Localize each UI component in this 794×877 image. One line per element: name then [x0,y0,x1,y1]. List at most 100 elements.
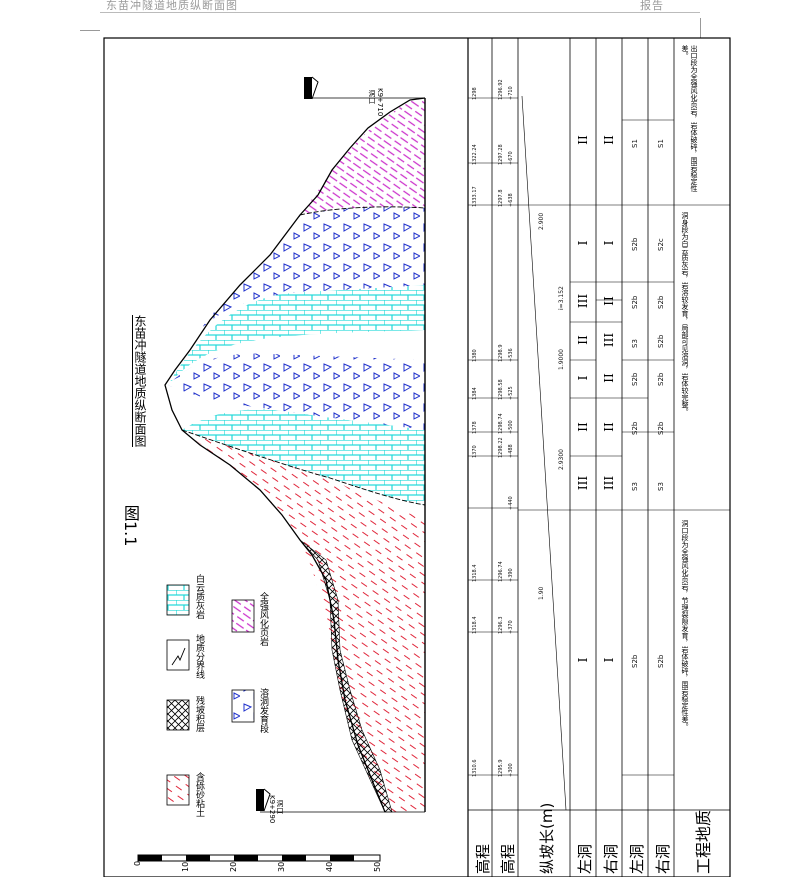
elevation-b-cell: 1295.9 [498,759,504,778]
station-cell: +525 [508,386,514,400]
figure-title: 东苗冲隧道地质纵断面图 [133,315,147,447]
slope-label-3: 1.9000 [558,349,565,370]
left-grade-cell: III [576,293,590,309]
elevation-b-cell: 1296.3 [498,616,504,635]
right-grade-cell: III [602,332,616,348]
right-grade-cell: I [602,657,616,663]
elevation-a-cell: 1322.24 [472,144,478,165]
row-label-elevation-a: 高程 [474,843,492,874]
right-grade-cell: II [602,422,616,432]
right-grade-cell: III [602,475,616,491]
left-grade-cell: II [576,335,590,345]
row-label-right-grade: 右洞 [602,843,620,874]
legend-label-boundary: 地质分界线 [194,634,204,679]
legend-label-karst: 溶洞发育段 [258,688,268,733]
elevation-b-cell: 1296.92 [498,79,504,100]
elevation-b-cell: 1297.8 [498,189,504,208]
elevation-a-cell: 1318.4 [472,616,478,635]
station-cell: +440 [508,496,514,510]
scale-tick-50: 50 [373,861,382,872]
station-cell: +670 [508,151,514,165]
right-rock-cell: S2b [657,654,665,668]
station-cell: +536 [508,348,514,362]
elevation-a-cell: 1298 [472,87,478,100]
elevation-b-cell: 1298.74 [498,413,504,434]
portal-right-note: 洞口 [368,90,376,104]
portal-left-note: 洞口 [276,800,284,814]
station-cell: +500 [508,420,514,434]
scale-tick-20: 20 [229,861,238,872]
left-grade-cell: II [576,135,590,145]
legend-label-shale: 全强风化页岩 [258,592,268,646]
scale-tick-10: 10 [181,861,190,872]
left-rock-cell: S2b [631,295,639,309]
station-cell: +638 [508,193,514,207]
scale-tick-0: 0 [133,860,142,866]
elevation-a-cell: 1318.4 [472,564,478,583]
left-rock-cell: S2b [631,654,639,668]
slope-label-1: 2.900 [538,212,545,230]
geology-note-2: 出口段为全强风化页岩，岩体破碎，围岩稳定性差。 [681,45,698,192]
station-cell: +710 [508,86,514,100]
margin-mark-left [80,30,100,31]
header-right-text: 报告 [640,0,664,12]
elevation-a-cell: 1370 [472,445,478,458]
station-cell: +390 [508,568,514,582]
right-grade-cell: II [602,296,616,306]
station-cell: +300 [508,763,514,777]
left-rock-cell: S2b [631,421,639,435]
geology-note-1: 洞身段为白云质灰岩，岩溶较发育，局部可见溶洞，岩体较完整。 [681,212,689,415]
elevation-a-cell: 1384 [472,387,478,400]
left-rock-cell: S2b [631,237,639,251]
legend-label-sandy-clay: 含砾砂粘土 [194,772,204,817]
scale-tick-40: 40 [325,861,334,872]
right-rock-cell: S2b [657,334,665,348]
right-rock-cell: S2c [657,238,665,251]
scale-tick-30: 30 [277,861,286,872]
left-rock-cell: S2b [631,372,639,386]
slope-label-4: 2.9300 [558,449,565,470]
right-rock-cell: S2b [657,421,665,435]
left-grade-cell: I [576,657,590,663]
right-grade-cell: II [602,135,616,145]
elevation-b-cell: 1296.74 [498,561,504,582]
legend-label-limestone: 白云质灰岩 [194,574,204,619]
geology-note-0: 洞口段为全强风化页岩，节理裂隙发育，岩体破碎，围岩稳定性差。 [681,520,689,730]
left-rock-cell: S1 [631,139,639,148]
elevation-a-cell: 1333.17 [472,186,478,207]
right-rock-cell: S1 [657,139,665,148]
header-left-text: 东苗冲隧道地质纵断面图 [106,0,238,12]
row-label-right-rock: 右洞 [654,843,672,874]
margin-mark-right [700,18,701,38]
right-grade-cell: II [602,373,616,383]
row-label-left-grade: 左洞 [576,843,594,874]
elevation-b-cell: 1298.58 [498,379,504,400]
legend-label-colluvium: 残坡积层 [194,696,204,732]
row-label-slope: 纵坡长(m) [538,802,556,874]
header-rule [100,12,700,13]
left-rock-cell: S3 [631,482,639,491]
station-cell: +488 [508,444,514,458]
left-grade-cell: I [576,375,590,381]
right-grade-cell: I [602,240,616,246]
left-rock-cell: S3 [631,339,639,348]
row-label-left-rock: 左洞 [628,843,646,874]
elevation-a-cell: 1380 [472,349,478,362]
station-cell: +370 [508,620,514,634]
elevation-a-cell: 1310.6 [472,759,478,778]
left-grade-cell: I [576,240,590,246]
elevation-b-cell: 1297.28 [498,144,504,165]
right-rock-cell: S3 [657,482,665,491]
row-label-elevation-b: 高程 [499,843,517,874]
portal-left-label: K9+290 [268,795,276,824]
slope-label-2: i=3.152 [558,286,565,310]
row-label-geology: 工程地质 [694,809,713,874]
portal-right-label: K9+710 [376,88,384,117]
elevation-b-cell: 1298.9 [498,344,504,363]
slope-label-0: 1.90 [538,586,545,600]
left-grade-cell: III [576,475,590,491]
elevation-b-cell: 1298.22 [498,437,504,458]
elevation-a-cell: 1378 [472,421,478,434]
